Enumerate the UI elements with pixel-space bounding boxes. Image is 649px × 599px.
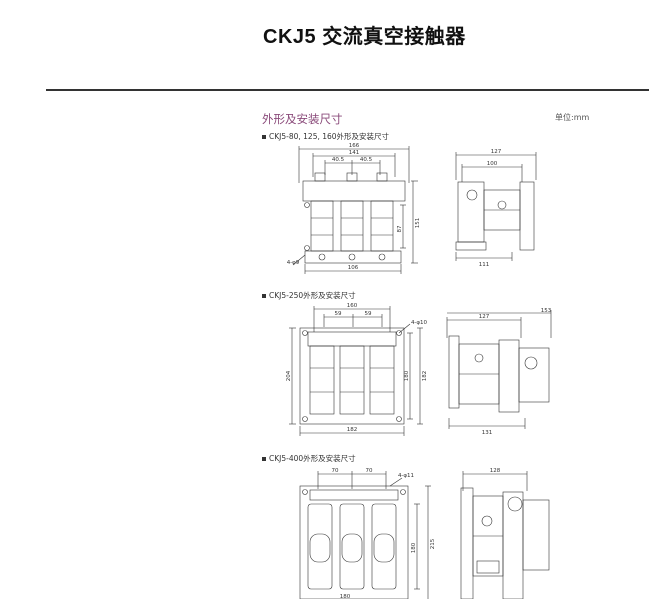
dim-text: 160 [347,303,358,309]
dim-text: 4-φ9 [287,260,300,266]
figure-3-bottom-dim: 180 [340,594,351,599]
section-title: 外形及安装尺寸 [262,112,343,126]
dim-text: 40.5 [360,157,373,163]
dim-text: 106 [348,265,359,271]
dim-text: 127 [479,314,490,320]
bullet-square-icon [262,457,266,461]
dim-text: 59 [365,311,372,317]
dim-text: 87 [397,225,403,232]
dim-text: 180 [404,370,410,381]
figure-2-front-view: 160 59 59 4-φ10 204 180 182 182 [286,303,428,436]
dim-text: 151 [415,218,421,229]
dim-text: 180 [340,594,351,599]
dim-text: 128 [490,468,501,474]
header-divider [46,89,649,91]
figure-1-side-view: 127 100 111 [455,149,537,268]
figure-3-side-view: 128 [460,468,550,599]
dim-text: 215 [430,538,436,549]
dim-text: 131 [482,430,493,436]
figure-1-front-view: 166 141 40.5 40.5 151 87 4-φ9 106 [287,143,421,274]
dim-text: 204 [286,370,292,381]
dim-text: 40.5 [332,157,345,163]
dim-text: 182 [422,371,428,382]
dim-text: 4-φ10 [411,320,428,326]
page-title: CKJ5 交流真空接触器 [263,26,466,48]
unit-note: 单位:mm [555,113,590,122]
dim-text: 111 [479,262,490,268]
bullet-square-icon [262,135,266,139]
dim-text: 4-φ11 [398,473,414,479]
dim-text: 141 [349,150,360,156]
figure-3-label: CKJ5-400外形及安装尺寸 [262,453,356,464]
dim-text: 182 [347,427,358,433]
dim-text: 59 [335,311,342,317]
dim-text: 166 [349,143,360,149]
bullet-square-icon [262,294,266,298]
dim-text: 70 [366,468,373,474]
figure-2-label: CKJ5-250外形及安装尺寸 [262,290,356,301]
dim-text: 70 [332,468,339,474]
dim-text: 100 [487,161,498,167]
dim-text: 153 [541,308,552,314]
figure-3-front-view: 70 70 4-φ11 180 215 [299,468,436,599]
figure-1-label: CKJ5-80, 125, 160外形及安装尺寸 [262,131,389,142]
figure-2-side-view: 127 153 131 [446,308,552,436]
dim-text: 180 [411,542,417,553]
dim-text: 127 [491,149,502,155]
